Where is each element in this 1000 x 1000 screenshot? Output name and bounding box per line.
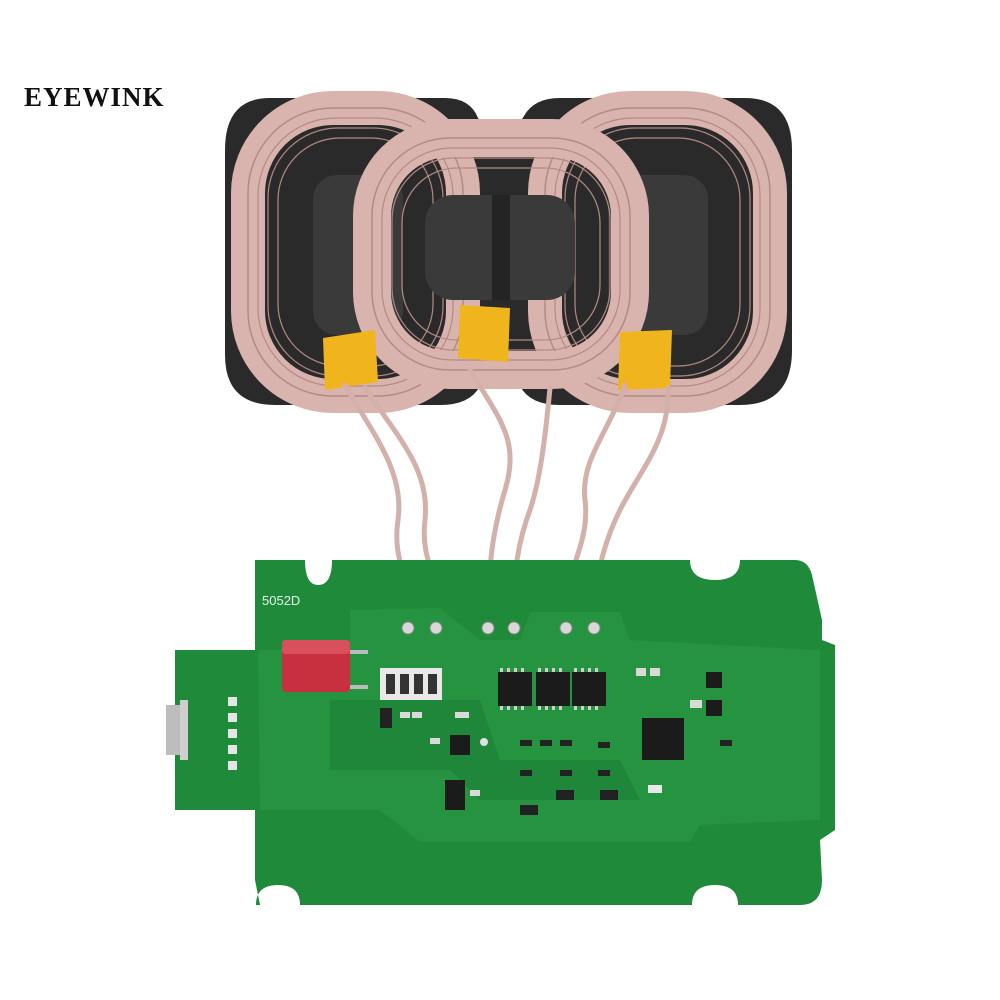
coil-middle [353,119,649,389]
side-pads [228,697,237,770]
ic-pins [500,668,598,710]
kapton-tape [323,305,672,390]
ic-chips [445,672,722,810]
pcb-marking: 5052D [262,593,300,608]
capacitor [282,640,368,692]
pcb-board [166,560,835,905]
smd-components [380,668,732,815]
resistor-array [380,668,442,700]
pcb-wire-pads [401,621,601,635]
brand-logo: EYEWINK [24,82,165,112]
